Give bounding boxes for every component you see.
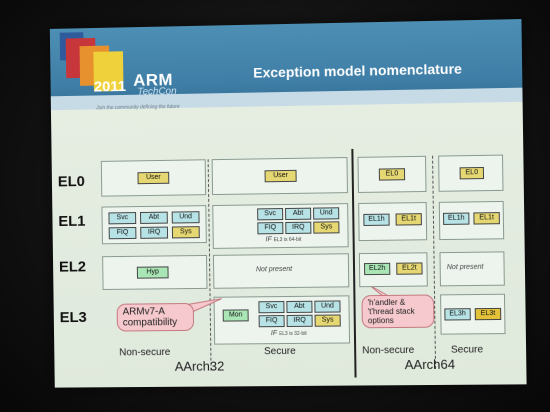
mode-el1h: EL1h — [363, 213, 390, 226]
a64-s-el2-panel: Not present — [439, 251, 505, 287]
not-present-label: Not present — [446, 263, 484, 272]
slide: 2011 ARM TechCon Exception model nomencl… — [49, 19, 527, 388]
armv7-compat-callout: ARMv7-A compatibility — [116, 302, 195, 332]
mode-el3h: EL3h — [444, 308, 471, 321]
a64-ns-el1-panel: EL1h EL1t — [358, 202, 428, 242]
a64-s-el0-panel: EL0 — [438, 154, 504, 192]
col-label-a64-nonsecure: Non-secure — [362, 344, 415, 357]
col-label-a32-nonsecure: Non-secure — [119, 346, 171, 359]
mode-el2h: EL2h — [364, 262, 391, 276]
arch-label-aarch32: AArch32 — [174, 358, 225, 374]
a64-ns-el2-panel: EL2h EL2t — [358, 252, 428, 288]
a64-s-el3-panel: EL3h EL3t — [440, 293, 506, 335]
mode-el2t: EL2t — [396, 262, 423, 275]
mode-el3t: EL3t — [474, 307, 502, 321]
a64-s-el1-panel: EL1h EL1t — [438, 200, 505, 241]
col-label-a32-secure: Secure — [264, 345, 296, 358]
handler-thread-callout: 'h'andler & 't'hread stack options — [361, 294, 435, 329]
mode-el1t: EL1t — [395, 213, 422, 226]
mode-el1t: EL1t — [473, 212, 500, 225]
a64-ns-el0-panel: EL0 — [357, 155, 427, 193]
col-label-a64-secure: Secure — [450, 344, 484, 356]
mode-el0: EL0 — [459, 166, 485, 180]
mode-el1h: EL1h — [442, 212, 470, 225]
mode-el0: EL0 — [378, 168, 406, 181]
arch-label-aarch64: AArch64 — [404, 356, 456, 373]
